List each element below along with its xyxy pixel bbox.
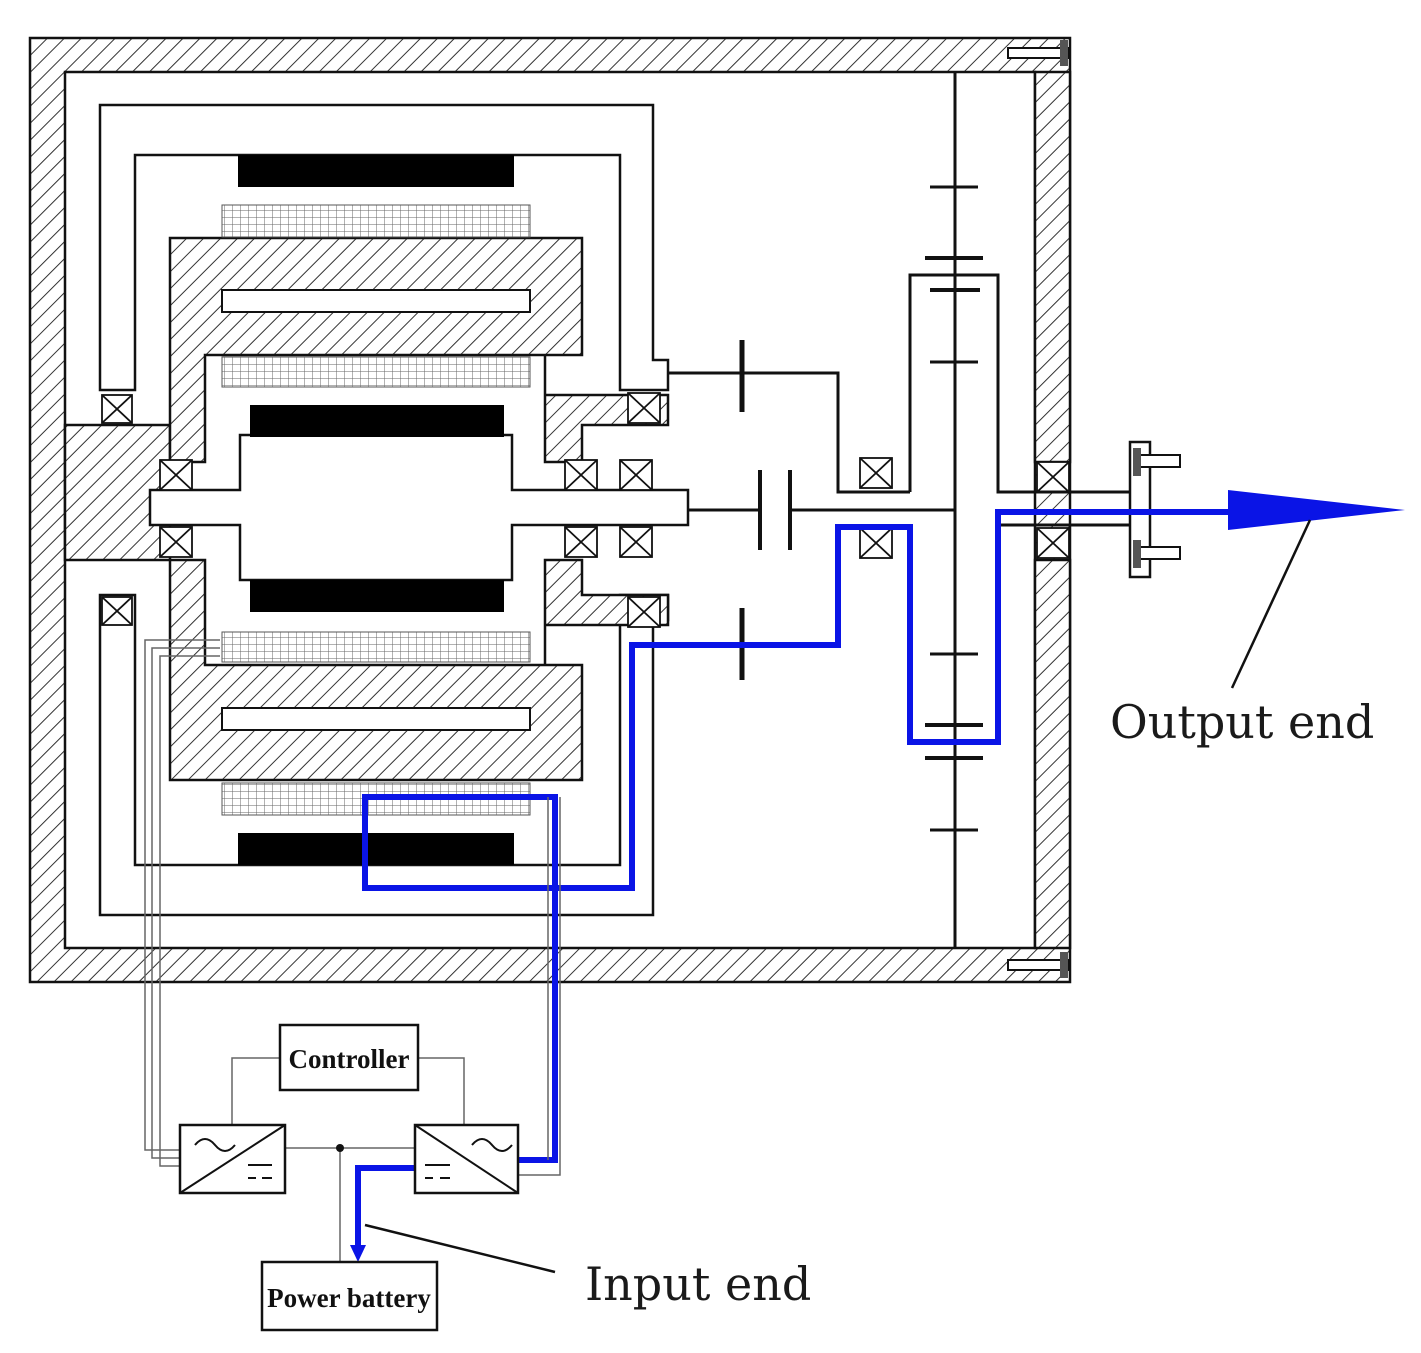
inner-rotor (148, 405, 690, 612)
junction-dot (336, 1144, 344, 1152)
input-leader-line (364, 1223, 556, 1274)
bearing-icon (101, 392, 1070, 628)
stator (168, 236, 670, 782)
power-battery-label: Power battery (267, 1283, 431, 1313)
outer-magnet-bottom (238, 833, 514, 865)
winding-inner-bottom (221, 631, 531, 663)
wiring (144, 639, 561, 1262)
housing-bolt-top (1007, 40, 1069, 66)
housing (28, 36, 1072, 984)
housing-bolt-bottom (1007, 952, 1069, 978)
input-end-label: Input end (585, 1257, 811, 1311)
power-flow-path (355, 509, 1230, 1255)
input-arrow-icon (350, 1245, 366, 1262)
ac-dc-converter-icon (178, 1123, 287, 1195)
arrow-right-icon (1228, 490, 1405, 530)
winding-outer-top (221, 204, 531, 238)
output-end-label: Output end (1110, 695, 1374, 749)
power-battery-box: Power battery (260, 1260, 439, 1332)
outer-magnet-top (238, 155, 514, 187)
output-leader-line (1230, 519, 1312, 689)
winding-inner-top (221, 356, 531, 388)
dc-ac-converter-icon (413, 1123, 520, 1195)
controller-box: Controller (278, 1023, 420, 1092)
gear-train (668, 72, 1130, 948)
controller-label: Controller (289, 1044, 410, 1074)
